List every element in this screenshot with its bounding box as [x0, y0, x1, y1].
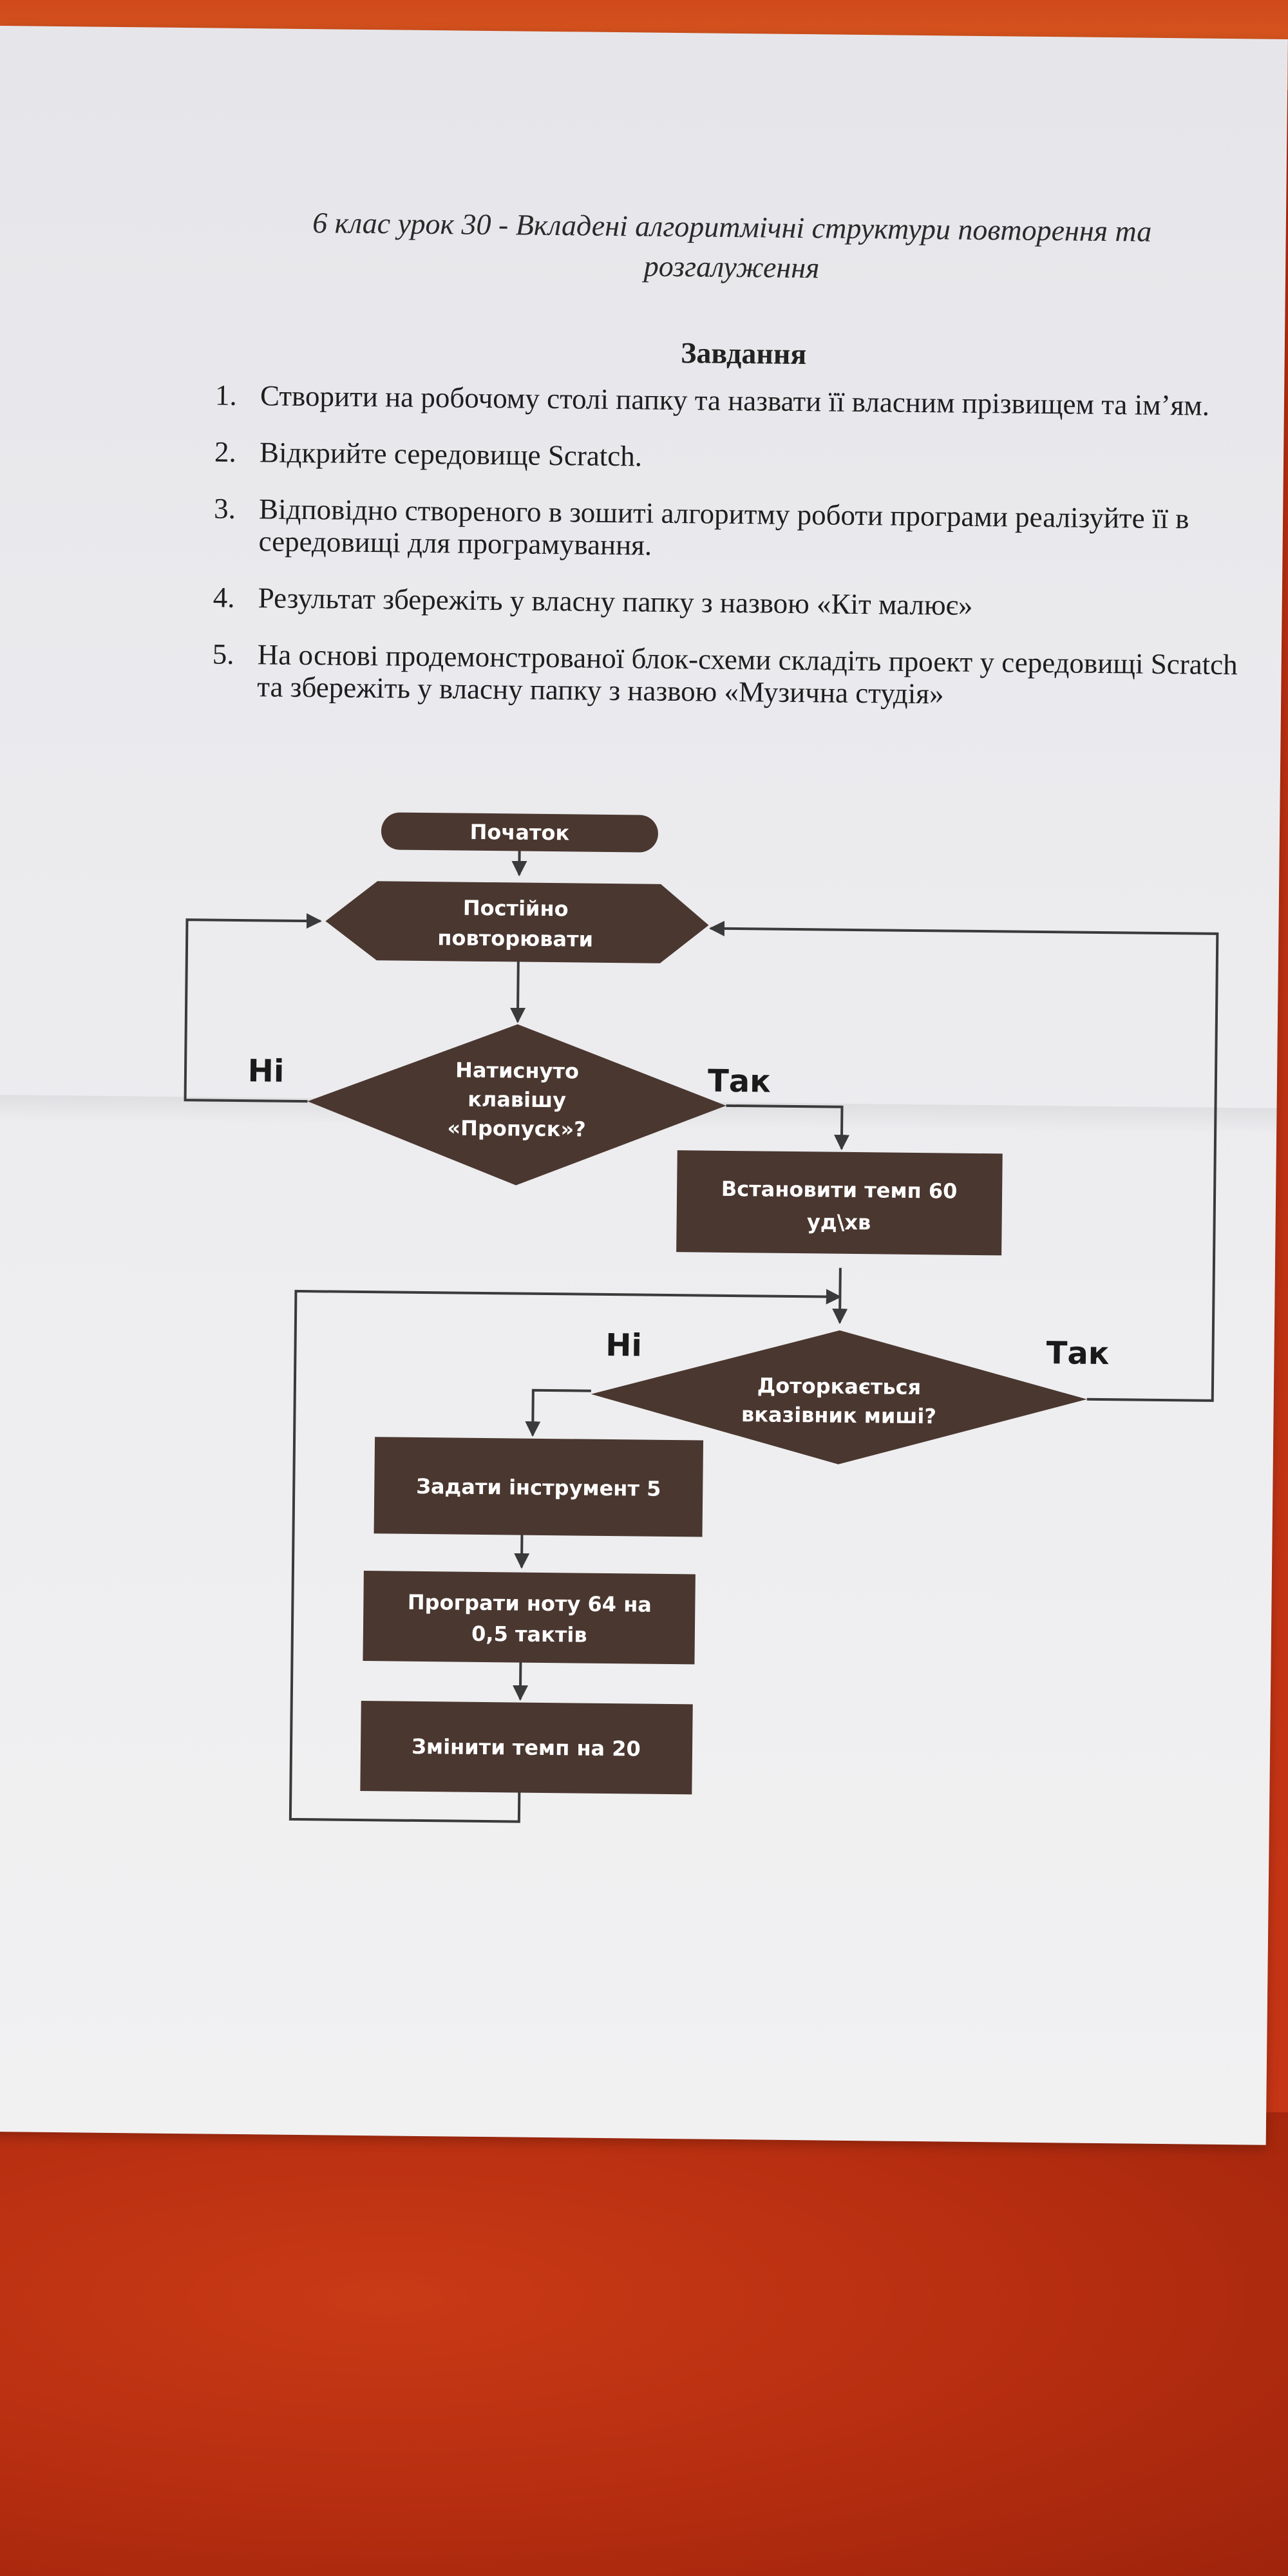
cond2-label-line1: Доторкається [757, 1373, 922, 1399]
task-list: 1. Створити на робочому столі папку та н… [212, 379, 1272, 738]
play-label-line2: 0,5 тактів [471, 1622, 587, 1647]
set-tempo-label-line1: Встановити темп 60 [721, 1177, 958, 1204]
start-label: Початок [469, 820, 569, 846]
task-title: Завдання [680, 336, 807, 371]
flowchart-set-tempo-node [676, 1150, 1003, 1256]
arrow-play-to-tempo [513, 1660, 529, 1701]
cond2-no-label: Ні [605, 1327, 642, 1364]
flowchart: Початок Постійно повторювати Натиснуто к… [184, 812, 1219, 1823]
task-number: 4. [213, 581, 235, 614]
arrow-cond2-no [525, 1388, 591, 1437]
flowchart-play-note-node [363, 1571, 696, 1665]
task-text: Відкрийте середовище Scratch. [259, 436, 643, 473]
task-number: 2. [214, 435, 237, 468]
task-number: 5. [212, 638, 234, 670]
task-item: 1. Створити на робочому столі папку та н… [215, 379, 1271, 422]
flowchart-condition-mouse-pointer [591, 1330, 1087, 1464]
task-text: Відповідно створеного в зошиті алгоритму… [258, 493, 1189, 562]
cond1-label-line1: Натиснуто [455, 1057, 579, 1083]
loop-label-line1: Постійно [463, 896, 569, 922]
cond2-yes-label: Так [1046, 1335, 1109, 1372]
task-item: 3. Відповідно створеного в зошиті алгори… [213, 493, 1270, 568]
cond2-label-line2: вказівник миші? [741, 1402, 936, 1428]
task-item: 2. Відкрийте середовище Scratch. [214, 436, 1271, 479]
arrow-inner-loopback [289, 1289, 842, 1823]
task-item: 5. На основі продемонстрованої блок-схем… [212, 638, 1269, 714]
instrument-label: Задати інструмент 5 [416, 1474, 661, 1501]
flowchart-instrument-node [374, 1437, 704, 1537]
play-label-line1: Програти ноту 64 на [408, 1590, 652, 1617]
cond1-label-line3: «Пропуск»? [447, 1115, 586, 1141]
set-tempo-label-line2: уд\хв [807, 1209, 871, 1235]
task-text: Створити на робочому столі папку та назв… [260, 379, 1210, 422]
loop-label-line2: повторювати [437, 925, 593, 952]
task-number: 1. [214, 379, 238, 412]
cond1-label-line2: клавішу [468, 1087, 566, 1113]
fabric-background-bottom [0, 2112, 1288, 2576]
flowchart-change-tempo-node [360, 1701, 693, 1795]
arrow-cond1-yes [726, 1104, 850, 1151]
lesson-header: 6 клас урок 30 - Вкладені алгоритмічні с… [229, 202, 1235, 292]
cond1-yes-label: Так [708, 1063, 771, 1100]
cond1-no-label: Ні [247, 1053, 284, 1090]
flowchart-loop-node [325, 881, 709, 963]
flowchart-connectors [184, 850, 1219, 1823]
arrow-cond1-no-loopback [184, 913, 322, 1103]
worksheet-paper: 6 клас урок 30 - Вкладені алгоритмічні с… [0, 26, 1288, 2145]
change-tempo-label: Змінити темп на 20 [412, 1734, 641, 1761]
task-number: 3. [213, 492, 236, 525]
task-text: На основі продемонстрованої блок-схеми с… [257, 638, 1238, 710]
task-item: 4. Результат збережіть у власну папку з … [213, 582, 1269, 625]
flowchart-condition-space-key [307, 1024, 726, 1186]
flowchart-start-node [381, 812, 658, 853]
arrow-cond2-yes-loopback [708, 920, 1219, 1402]
task-text: Результат збережіть у власну папку з наз… [258, 582, 973, 621]
